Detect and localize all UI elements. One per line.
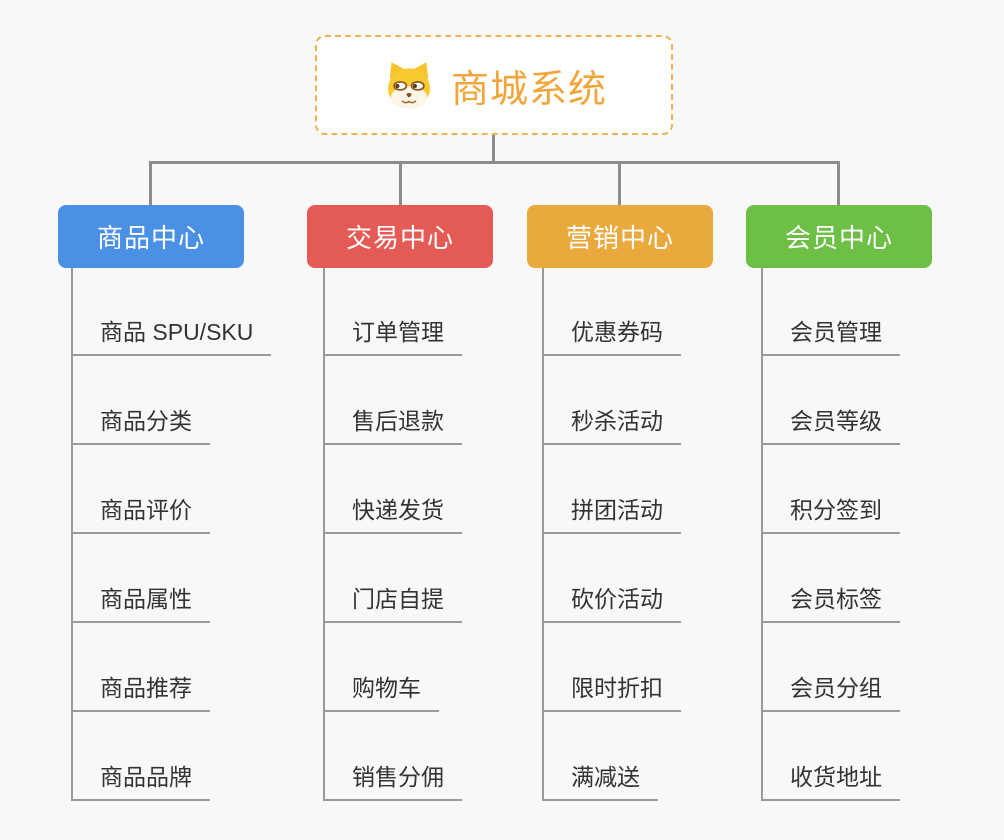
- branch-stem-line: [399, 161, 402, 207]
- column-connector-line: [542, 267, 544, 801]
- branch-stem-line: [837, 161, 840, 207]
- root-node-mall-system[interactable]: 商城系统: [315, 35, 673, 135]
- branch-node-label: 会员中心: [784, 223, 893, 253]
- column-connector-line: [761, 267, 763, 801]
- child-topic[interactable]: 门店自提: [323, 585, 462, 623]
- branch-node-member-center[interactable]: 会员中心: [746, 205, 932, 268]
- branch-node-label: 交易中心: [345, 223, 454, 253]
- branch-bus-line: [149, 161, 840, 164]
- root-connector-line: [492, 133, 495, 162]
- child-topic[interactable]: 会员标签: [761, 585, 900, 623]
- branch-node-label: 营销中心: [565, 223, 674, 253]
- dog-face-icon: [387, 62, 430, 110]
- child-topic[interactable]: 快递发货: [323, 496, 462, 534]
- child-topic[interactable]: 限时折扣: [542, 674, 681, 712]
- branch-node-label: 商品中心: [96, 223, 205, 253]
- child-topic[interactable]: 售后退款: [323, 407, 462, 445]
- child-topic[interactable]: 积分签到: [761, 496, 900, 534]
- child-topic[interactable]: 商品品牌: [71, 763, 210, 801]
- child-topic[interactable]: 商品属性: [71, 585, 210, 623]
- child-topic[interactable]: 商品 SPU/SKU: [71, 318, 272, 356]
- child-topic[interactable]: 商品推荐: [71, 674, 210, 712]
- column-connector-line: [71, 267, 73, 801]
- child-topic[interactable]: 购物车: [323, 674, 439, 712]
- child-topic[interactable]: 优惠券码: [542, 318, 681, 356]
- child-topic[interactable]: 拼团活动: [542, 496, 681, 534]
- child-topic[interactable]: 商品评价: [71, 496, 210, 534]
- child-topic[interactable]: 秒杀活动: [542, 407, 681, 445]
- child-topic[interactable]: 会员分组: [761, 674, 900, 712]
- branch-node-marketing-center[interactable]: 营销中心: [527, 205, 713, 268]
- child-topic[interactable]: 订单管理: [323, 318, 462, 356]
- root-node-title: 商城系统: [450, 68, 607, 111]
- branch-stem-line: [149, 161, 152, 207]
- column-connector-line: [323, 267, 325, 801]
- branch-stem-line: [618, 161, 621, 207]
- child-topic[interactable]: 销售分佣: [323, 763, 462, 801]
- child-topic[interactable]: 商品分类: [71, 407, 210, 445]
- branch-node-product-center[interactable]: 商品中心: [58, 205, 244, 268]
- child-topic[interactable]: 会员等级: [761, 407, 900, 445]
- branch-node-trade-center[interactable]: 交易中心: [307, 205, 493, 268]
- child-topic[interactable]: 收货地址: [761, 763, 900, 801]
- child-topic[interactable]: 会员管理: [761, 318, 900, 356]
- child-topic[interactable]: 砍价活动: [542, 585, 681, 623]
- child-topic[interactable]: 满减送: [542, 763, 658, 801]
